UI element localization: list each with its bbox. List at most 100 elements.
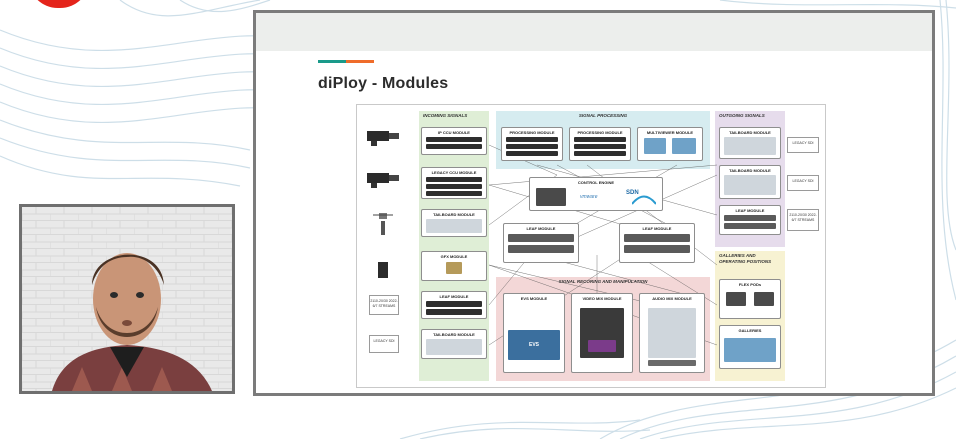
- rack-icon: [506, 144, 558, 149]
- monitor-icon: [726, 292, 746, 306]
- audio-console-icon: [648, 308, 696, 358]
- zone-incoming-label: INCOMING SIGNALS: [423, 113, 468, 118]
- control-engine: CONTROL ENGINE vmware SDN: [529, 177, 663, 211]
- monitor-icon: [672, 138, 696, 154]
- rack-icon: [724, 223, 776, 229]
- tailboard-module-label: TAILBOARD MODULE: [729, 130, 771, 135]
- control-engine-label: CONTROL ENGINE: [577, 180, 615, 185]
- camera-icon: [367, 173, 399, 188]
- evs-module: EVS MODULE EVS: [503, 293, 565, 373]
- rack-icon: [426, 177, 482, 182]
- server-icon: [536, 188, 566, 206]
- evs-controller-icon: [508, 330, 560, 360]
- evs-logo: EVS: [528, 342, 539, 348]
- leaf-module: LEAF MODULE: [503, 223, 579, 263]
- rack-icon: [426, 184, 482, 189]
- rack-icon: [508, 234, 574, 242]
- drone-icon: [373, 213, 393, 235]
- patch-panel-icon: [426, 219, 482, 233]
- video-mix-module: VIDEO MIX MODULE: [571, 293, 633, 373]
- rack-icon: [426, 309, 482, 315]
- tailboard-module-label: TAILBOARD MODULE: [433, 332, 475, 337]
- zone-galleries-label: GALLERIES AND OPERATING POSITIONS: [719, 253, 772, 264]
- evs-module-label: EVS MODULE: [520, 296, 548, 301]
- flex-pods-module: FLEX PODs: [719, 279, 781, 319]
- server-tower-icon: [378, 262, 388, 278]
- slide-header-bar: [256, 13, 932, 51]
- zone-outgoing-label: OUTGOING SIGNALS: [719, 113, 765, 118]
- gfx-module-label: GFX MODULE: [440, 254, 468, 259]
- video-mixer-panel-icon: [588, 340, 616, 352]
- ip-ccu-module-label: IP CCU MODULE: [438, 130, 470, 135]
- tailboard-module: TAILBOARD MODULE: [719, 165, 781, 199]
- leaf-module-label: LEAF MODULE: [735, 208, 765, 213]
- camera-icon: [367, 131, 399, 146]
- modules-diagram: INCOMING SIGNALS SIGNAL PROCESSING OUTGO…: [356, 104, 826, 388]
- external-streams-input: 2110-20/30 2022-6/7 STREAMS: [369, 295, 399, 315]
- patch-panel-icon: [724, 137, 776, 155]
- processing-module: PROCESSING MODULE: [501, 127, 563, 161]
- processing-module-label: PROCESSING MODULE: [509, 130, 555, 135]
- video-mix-module-label: VIDEO MIX MODULE: [582, 296, 622, 301]
- external-legacy-sdi-output: LEGACY SDI: [787, 175, 819, 191]
- audio-mix-module-label: AUDIO MIX MODULE: [652, 296, 692, 301]
- sdn-logo: SDN: [626, 190, 639, 196]
- audio-mix-module: AUDIO MIX MODULE: [639, 293, 705, 373]
- legacy-ccu-module: LEGACY CCU MODULE: [421, 167, 487, 199]
- slide-title: diPloy - Modules: [318, 75, 449, 92]
- rack-icon: [574, 144, 626, 149]
- ip-ccu-module: IP CCU MODULE: [421, 127, 487, 155]
- rack-icon: [724, 215, 776, 221]
- title-accent-bar: [318, 60, 374, 63]
- flex-pods-module-label: FLEX PODs: [738, 282, 762, 287]
- leaf-module: LEAF MODULE: [719, 205, 781, 235]
- multiviewer-module-label: MULTIVIEWER MODULE: [646, 130, 694, 135]
- monitor-icon: [644, 138, 666, 154]
- gfx-unit-icon: [446, 262, 462, 274]
- external-legacy-sdi-output-label: LEGACY SDI: [792, 179, 814, 183]
- external-legacy-sdi-output-label: LEGACY SDI: [792, 141, 814, 145]
- legacy-ccu-module-label: LEGACY CCU MODULE: [431, 170, 477, 175]
- galleries-module-label: GALLERIES: [738, 328, 762, 333]
- zone-recording-label: SIGNAL RECORING AND MANIPULATION: [558, 279, 648, 284]
- rack-icon: [624, 245, 690, 253]
- leaf-module: LEAF MODULE: [619, 223, 695, 263]
- monitor-icon: [754, 292, 774, 306]
- presenter-webcam: [19, 204, 235, 394]
- leaf-module-label: LEAF MODULE: [526, 226, 556, 231]
- leaf-module-label: LEAF MODULE: [439, 294, 469, 299]
- rack-icon: [574, 137, 626, 142]
- presenter-video: [22, 207, 232, 391]
- rack-icon: [508, 245, 574, 253]
- audio-rack-icon: [648, 360, 696, 366]
- monitor-wall-icon: [724, 338, 776, 362]
- presentation-slide: diPloy - Modules INCOMING SIGNALS SIGNAL…: [253, 10, 935, 396]
- leaf-module: LEAF MODULE: [421, 291, 487, 319]
- leaf-module-label: LEAF MODULE: [642, 226, 672, 231]
- external-legacy-sdi-input-label: LEGACY SDI: [373, 339, 395, 343]
- patch-panel-icon: [426, 339, 482, 355]
- vmware-logo: vmware: [580, 194, 598, 200]
- external-streams-output-label: 2110-20/30 2022-6/7 STREAMS: [789, 213, 817, 222]
- rack-icon: [426, 137, 482, 142]
- brand-logo: [28, 0, 90, 8]
- multiviewer-module: MULTIVIEWER MODULE: [637, 127, 703, 161]
- rack-icon: [624, 234, 690, 242]
- external-legacy-sdi-output: LEGACY SDI: [787, 137, 819, 153]
- zone-processing-label: SIGNAL PROCESSING: [578, 113, 628, 118]
- rack-icon: [426, 191, 482, 196]
- patch-panel-icon: [724, 175, 776, 195]
- rack-icon: [426, 144, 482, 149]
- processing-module: PROCESSING MODULE: [569, 127, 631, 161]
- galleries-module: GALLERIES: [719, 325, 781, 369]
- rack-icon: [574, 151, 626, 156]
- sdn-swirl-icon: [632, 195, 656, 205]
- gfx-module: GFX MODULE: [421, 251, 487, 281]
- rack-icon: [506, 151, 558, 156]
- processing-module-label: PROCESSING MODULE: [577, 130, 623, 135]
- rack-icon: [426, 301, 482, 307]
- tailboard-module-label: TAILBOARD MODULE: [433, 212, 475, 217]
- external-streams-input-label: 2110-20/30 2022-6/7 STREAMS: [370, 299, 398, 308]
- tailboard-module: TAILBOARD MODULE: [421, 329, 487, 359]
- tailboard-module: TAILBOARD MODULE: [719, 127, 781, 159]
